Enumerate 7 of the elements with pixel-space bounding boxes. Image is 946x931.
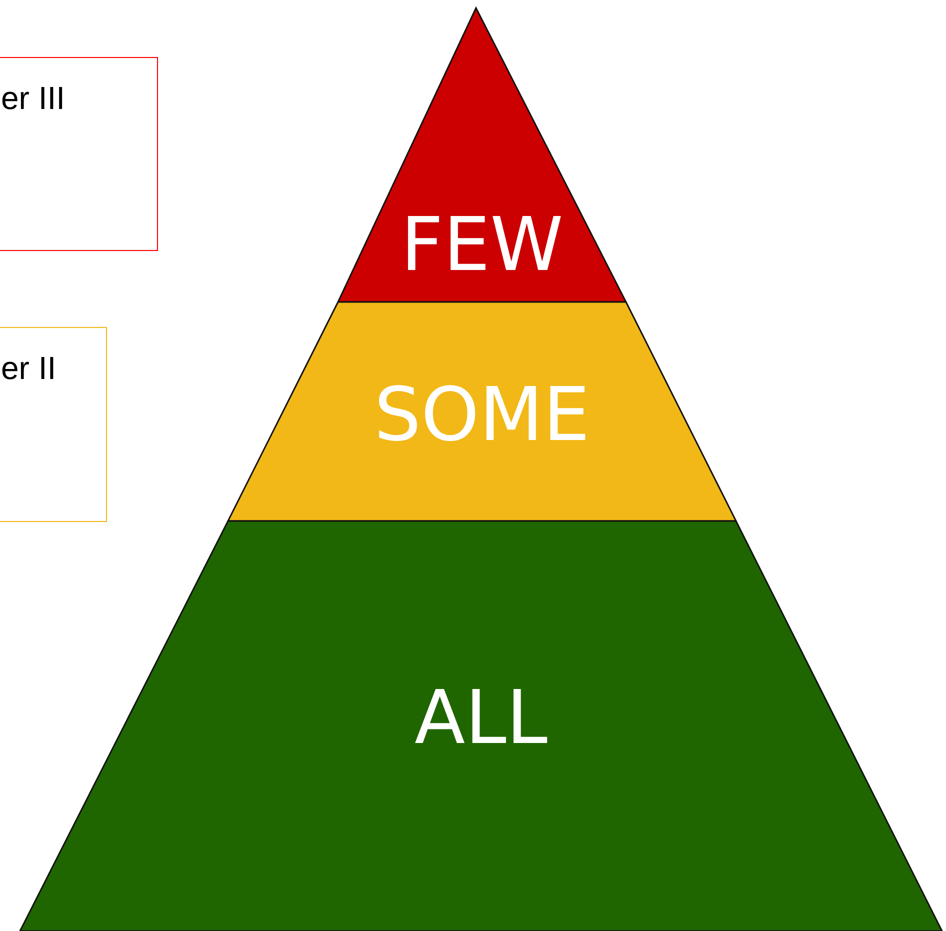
text-box bbox=[0, 57, 158, 251]
tier-label: SOME bbox=[374, 370, 590, 460]
text-box bbox=[0, 327, 107, 522]
box-label: er II bbox=[1, 350, 56, 387]
box-label: er III bbox=[1, 80, 66, 117]
tier-label: FEW bbox=[400, 200, 564, 290]
tier-label: ALL bbox=[414, 674, 548, 762]
